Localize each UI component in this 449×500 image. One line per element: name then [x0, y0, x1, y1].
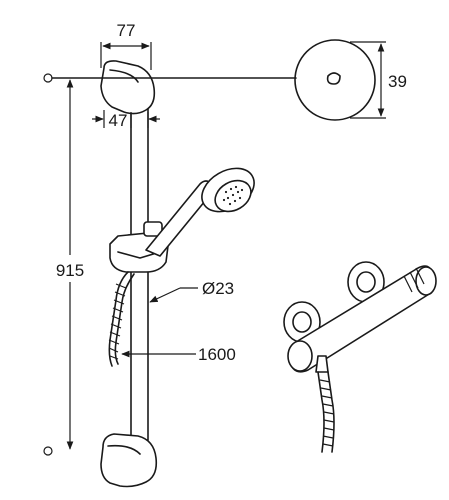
disc-slot [326, 72, 341, 85]
top-bracket-edge [109, 69, 139, 83]
spray-nozzles [222, 185, 244, 206]
label-39: 39 [388, 72, 407, 91]
wall-disc [294, 39, 376, 121]
label-915: 915 [56, 261, 84, 280]
dimension-bar-offset: 47 [92, 110, 160, 130]
mixer-right-cap [415, 266, 437, 296]
dimension-bar-diameter: Ø23 [149, 279, 234, 303]
dimension-disc-height: 39 [350, 41, 407, 119]
thermostat-mixer [283, 261, 437, 453]
bottom-wall-fixing-point [43, 446, 53, 456]
mixer-left-cap [287, 340, 313, 372]
bottom-bracket [100, 433, 158, 488]
bottom-bracket-edge [107, 444, 141, 455]
mixer-outlet [315, 355, 329, 373]
dimension-hose-length: 1600 [121, 345, 236, 364]
temperature-knob-ridges [403, 267, 425, 293]
dimension-bracket-width: 77 [100, 21, 152, 70]
slide-bar-assembly [43, 60, 255, 488]
right-connector-nut [356, 271, 376, 293]
shower-hose [108, 271, 135, 367]
top-bracket [100, 60, 156, 115]
slider-knob [143, 221, 163, 237]
left-connector-nut [292, 311, 312, 333]
label-diameter: Ø23 [202, 279, 234, 298]
dimension-bar-length: 915 [56, 79, 84, 450]
mixer-hose [317, 371, 335, 453]
label-1600: 1600 [198, 345, 236, 364]
top-wall-fixing-point [43, 73, 53, 83]
label-77: 77 [117, 21, 136, 40]
label-47: 47 [109, 111, 128, 130]
